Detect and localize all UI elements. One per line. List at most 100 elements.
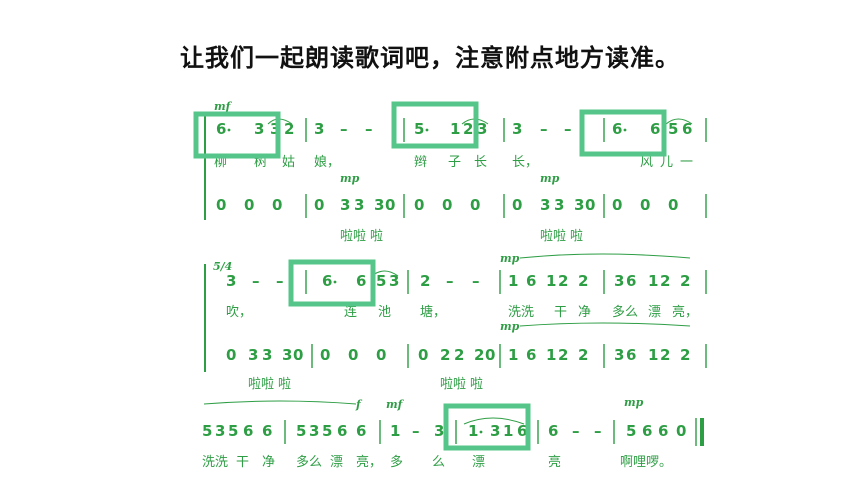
highlight-box bbox=[193, 111, 281, 159]
lyric: 干 bbox=[236, 455, 249, 470]
note: 1 bbox=[503, 422, 513, 440]
dynamic-mp-5: mp bbox=[624, 396, 644, 409]
note: 0 bbox=[293, 346, 303, 364]
lyric: 亮， bbox=[672, 304, 698, 320]
note: 6 bbox=[356, 422, 366, 440]
note: 6 bbox=[356, 272, 366, 290]
note: 3 bbox=[226, 272, 236, 290]
highlight-box bbox=[391, 101, 479, 149]
lyric: 儿 bbox=[660, 155, 673, 170]
note: 6 bbox=[650, 120, 660, 138]
lyric: 啦 bbox=[370, 229, 383, 244]
note: 0 bbox=[442, 196, 452, 214]
lyric: 姑 bbox=[282, 155, 295, 170]
system-2: 5/4 3 – – 6 6 5 3 2 – – mp 1 6 1 2 2 3 6… bbox=[204, 252, 707, 392]
note: 2 bbox=[660, 346, 670, 364]
note: 1 bbox=[508, 272, 518, 290]
note: 3 bbox=[282, 346, 292, 364]
lyric: 树 bbox=[254, 155, 267, 170]
note-dash: – bbox=[540, 120, 548, 138]
lyric: 洗洗 bbox=[202, 455, 228, 470]
page-title: 让我们一起朗读歌词吧，注意附点地方读准。 bbox=[180, 44, 680, 72]
note: 3 bbox=[248, 346, 258, 364]
note-dash: – bbox=[276, 272, 284, 290]
note: 2 bbox=[440, 346, 450, 364]
lyric: 一 bbox=[680, 155, 693, 170]
note: 0 bbox=[485, 346, 495, 364]
highlight-box bbox=[288, 259, 376, 307]
lyric: 多么 bbox=[296, 454, 322, 470]
note: 2 bbox=[680, 272, 690, 290]
lyric: 多么 bbox=[612, 304, 638, 320]
note: 6 bbox=[658, 422, 668, 440]
note: 6 bbox=[526, 346, 536, 364]
note: 1 bbox=[546, 272, 556, 290]
lyric: 娘， bbox=[314, 155, 340, 170]
note: 2 bbox=[420, 272, 430, 290]
note: 3 bbox=[354, 196, 364, 214]
note: 3 bbox=[434, 422, 444, 440]
note: 0 bbox=[385, 196, 395, 214]
note-dash: – bbox=[365, 120, 373, 138]
lyric: 池 bbox=[378, 305, 391, 320]
note: 0 bbox=[414, 196, 424, 214]
lyric: 啊哩啰。 bbox=[620, 455, 672, 470]
note: 5 bbox=[414, 120, 424, 138]
lyric: 啦啦 bbox=[248, 377, 274, 392]
note: 1 bbox=[648, 272, 658, 290]
note: 6 bbox=[337, 422, 347, 440]
note: 6 bbox=[322, 272, 332, 290]
note: 5 bbox=[322, 422, 332, 440]
note: 0 bbox=[668, 196, 678, 214]
note: 0 bbox=[314, 196, 324, 214]
note: 2 bbox=[454, 346, 464, 364]
dynamic-mp-2: mp bbox=[540, 172, 560, 185]
lyric: 子 bbox=[448, 155, 461, 170]
note: 1 bbox=[508, 346, 518, 364]
note: 1 bbox=[450, 120, 460, 138]
note: 3 bbox=[389, 272, 399, 290]
note: 0 bbox=[320, 346, 330, 364]
dynamic-mf-1: mf bbox=[214, 100, 233, 113]
note: 0 bbox=[640, 196, 650, 214]
note: 3 bbox=[614, 272, 624, 290]
note: 0 bbox=[272, 196, 282, 214]
note: 3 bbox=[262, 346, 272, 364]
note: 3 bbox=[490, 422, 500, 440]
note: 3 bbox=[340, 196, 350, 214]
note: 3 bbox=[574, 196, 584, 214]
note: 1 bbox=[546, 346, 556, 364]
system-1: mf 6 3 3 2 3 – – 5 1 2 3 3 – – 6 6 5 6 柳… bbox=[193, 100, 707, 244]
lyric: 啦啦 bbox=[540, 229, 566, 244]
lyric: 么 bbox=[432, 455, 445, 470]
note: 0 bbox=[348, 346, 358, 364]
lyric: 风 bbox=[640, 155, 653, 170]
note: 6 bbox=[612, 120, 622, 138]
note: 2 bbox=[558, 346, 568, 364]
note-dash: – bbox=[412, 422, 420, 440]
note-dash: – bbox=[340, 120, 348, 138]
note: 1 bbox=[468, 422, 478, 440]
note-dash: – bbox=[572, 422, 580, 440]
lyric: 啦啦 bbox=[340, 229, 366, 244]
note: 0 bbox=[612, 196, 622, 214]
note: 3 bbox=[477, 120, 487, 138]
note: 5 bbox=[228, 422, 238, 440]
note-dash: – bbox=[564, 120, 572, 138]
note: 6 bbox=[243, 422, 253, 440]
note: 0 bbox=[470, 196, 480, 214]
note: 3 bbox=[314, 120, 324, 138]
lyric: 净 bbox=[262, 455, 275, 470]
note: 5 bbox=[296, 422, 306, 440]
note: 6 bbox=[642, 422, 652, 440]
dynamic-f: f bbox=[355, 398, 363, 411]
note: 0 bbox=[216, 196, 226, 214]
note: 6 bbox=[626, 346, 636, 364]
note: 2 bbox=[578, 272, 588, 290]
note: 0 bbox=[418, 346, 428, 364]
note: 0 bbox=[226, 346, 236, 364]
note-dash: – bbox=[472, 272, 480, 290]
note: 2 bbox=[463, 120, 473, 138]
lyric: 啦啦 bbox=[440, 377, 466, 392]
